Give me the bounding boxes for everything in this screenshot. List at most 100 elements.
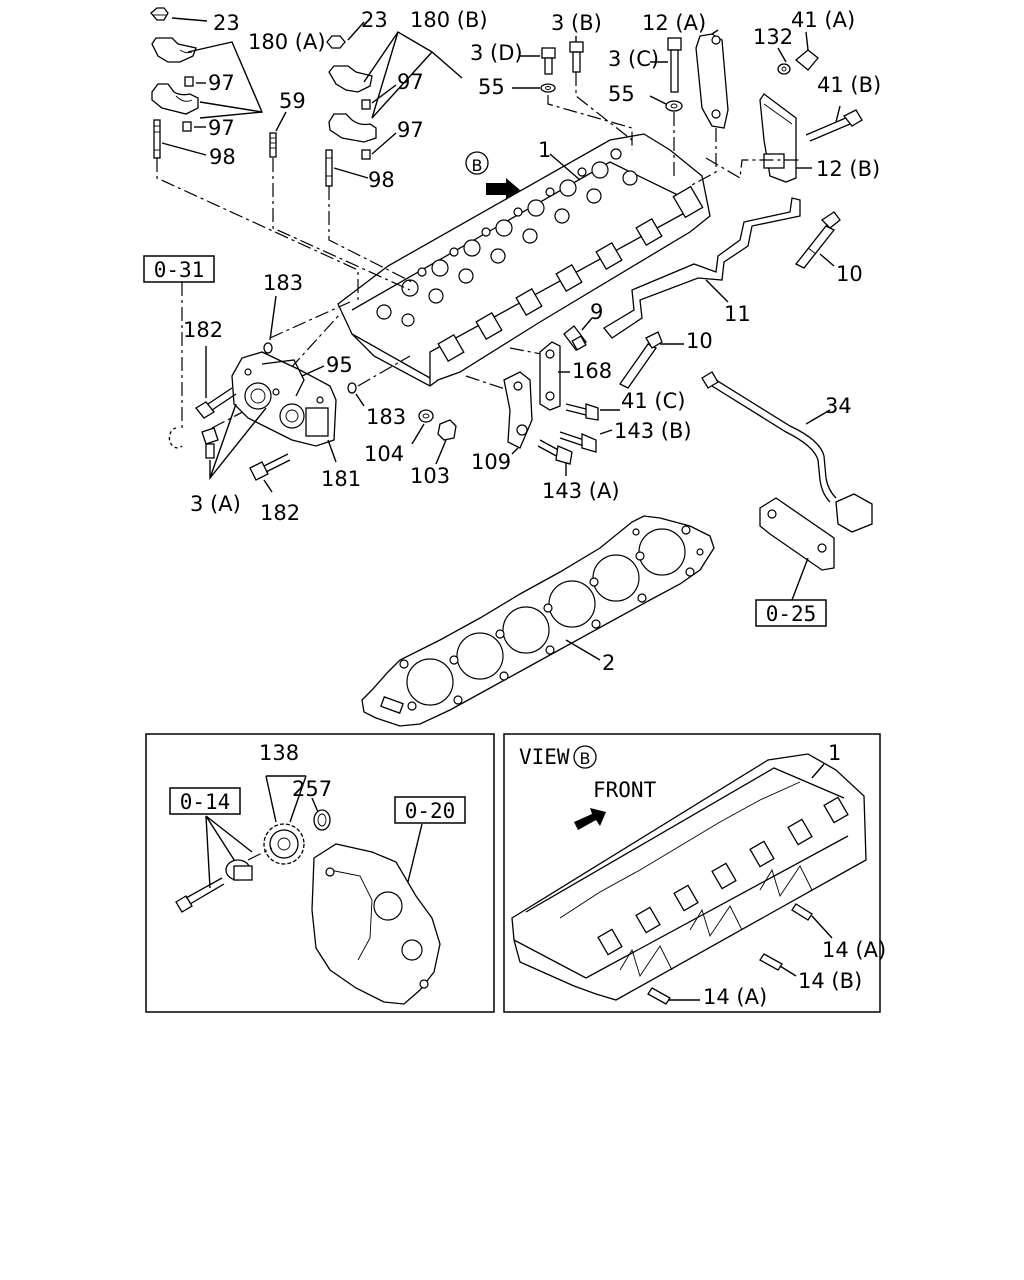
- callout-97-a2: 97: [208, 116, 235, 140]
- idler-shaft: [225, 859, 253, 881]
- callout-41b: 41 (B): [817, 73, 881, 97]
- bolt-41b: [805, 105, 863, 142]
- underside-ports: [597, 796, 849, 956]
- callout-143b: 143 (B): [614, 419, 692, 443]
- view-b-marker: B: [472, 156, 483, 175]
- head-valve-ports: [376, 148, 638, 327]
- callout-138: 138: [259, 741, 299, 765]
- stud-59: [269, 111, 287, 158]
- main-callout-labels: 23 180 (A) 97 97 98 23 180 (B) 97 97 98 …: [183, 8, 881, 675]
- plug-103: [437, 419, 457, 441]
- callout-23-a: 23: [213, 11, 240, 35]
- washer-55-a: [512, 83, 556, 93]
- o-ring-183-a: [263, 342, 273, 354]
- callout-183-a: 183: [263, 271, 303, 295]
- callout-9: 9: [590, 300, 603, 324]
- inset-callout-1: 1: [828, 741, 841, 765]
- dowel-97-a2: [182, 121, 192, 132]
- cylinder-head: [337, 133, 711, 387]
- glow-plug-10-upper: [794, 211, 841, 269]
- callout-55-b: 55: [608, 82, 635, 106]
- bolt-182-top: [195, 387, 237, 419]
- callout-41c: 41 (C): [621, 389, 685, 413]
- bolt-41c: [565, 403, 599, 421]
- callout-3d: 3 (D): [470, 41, 523, 65]
- callout-98-a: 98: [209, 145, 236, 169]
- sensor-harness-34: [701, 371, 873, 533]
- washer-104: [418, 409, 434, 423]
- glow-plug-connector-11: [603, 197, 801, 339]
- callout-55-a: 55: [478, 75, 505, 99]
- callout-98-b: 98: [368, 168, 395, 192]
- bearing-cap-group-a: [150, 7, 264, 159]
- lifting-bracket-12a: [695, 29, 729, 129]
- bearing-cap-upper-a: [151, 37, 197, 63]
- callout-95: 95: [326, 353, 353, 377]
- callout-257: 257: [292, 777, 332, 801]
- callout-41a: 41 (A): [791, 8, 855, 32]
- callout-182-a: 182: [183, 318, 223, 342]
- inset-callout-14a-lower: 14 (A): [703, 985, 767, 1009]
- callout-1: 1: [538, 138, 551, 162]
- ref-box-0-31: 0-31: [143, 255, 215, 283]
- bolt-143b: [559, 431, 597, 453]
- callout-181: 181: [321, 467, 361, 491]
- callout-10-b: 10: [686, 329, 713, 353]
- head-side-ports: [437, 185, 704, 363]
- bolt-41a: [794, 31, 819, 71]
- inset-panel-timing-gear: 0-14 0-20: [145, 733, 495, 1013]
- o-ring-183-b: [347, 382, 357, 394]
- bolt-182-bottom: [249, 453, 291, 481]
- callout-132: 132: [753, 25, 793, 49]
- sensor-bracket: [759, 497, 835, 571]
- washer-132: [777, 47, 791, 75]
- callout-34: 34: [825, 394, 852, 418]
- inset-callout-14a-upper: 14 (A): [822, 938, 886, 962]
- front-cover-181: [231, 351, 337, 447]
- stud-98-a: [153, 119, 161, 159]
- stud-14a-lower: [647, 987, 671, 1005]
- callout-104: 104: [364, 442, 404, 466]
- callout-23-b: 23: [361, 8, 388, 32]
- nut-23-b: [326, 35, 346, 49]
- gasket-bolt-holes: [399, 525, 704, 711]
- callout-97-a1: 97: [208, 71, 235, 95]
- callout-168: 168: [572, 359, 612, 383]
- glow-plug-10-lower: [619, 331, 663, 389]
- bolt-3d: [520, 47, 556, 75]
- view-b-prefix: VIEW: [519, 745, 570, 769]
- idler-bolt: [175, 877, 225, 913]
- callout-3b: 3 (B): [551, 11, 602, 35]
- callout-143a: 143 (A): [542, 479, 620, 503]
- bolt-3a: [201, 427, 219, 459]
- callout-97-b2: 97: [397, 118, 424, 142]
- connector-stud-9: [563, 325, 587, 351]
- ref-box-0-14-text: 0-14: [180, 790, 231, 814]
- nut-23-a: [150, 7, 169, 21]
- bolt-143a: [537, 439, 573, 465]
- callout-59: 59: [279, 89, 306, 113]
- callout-12a: 12 (A): [642, 11, 706, 35]
- gasket-95: [261, 359, 305, 397]
- callout-2: 2: [602, 651, 615, 675]
- bearing-cap-group-b: [325, 21, 463, 187]
- ref-box-0-14: 0-14: [169, 787, 241, 815]
- inset-callout-14b: 14 (B): [798, 969, 862, 993]
- dowel-97-b2: [361, 149, 371, 160]
- callout-180a: 180 (A): [248, 30, 326, 54]
- lifting-bracket-12b: [759, 93, 797, 183]
- stud-14b: [759, 953, 783, 971]
- inset-panel-view-b: VIEW B FRONT: [503, 733, 886, 1013]
- idler-gear-138: [263, 823, 305, 865]
- ref-box-0-20: 0-20: [394, 796, 466, 824]
- ref-box-0-25: 0-25: [755, 599, 827, 627]
- cylinder-head-underside: [511, 753, 867, 1001]
- callout-180b: 180 (B): [410, 8, 488, 32]
- callout-11: 11: [724, 302, 751, 326]
- callout-97-b1: 97: [397, 70, 424, 94]
- dowel-97-b1: [361, 99, 371, 110]
- front-arrow: [574, 808, 606, 830]
- bushing-257: [313, 809, 331, 831]
- bolt-3c: [650, 37, 682, 93]
